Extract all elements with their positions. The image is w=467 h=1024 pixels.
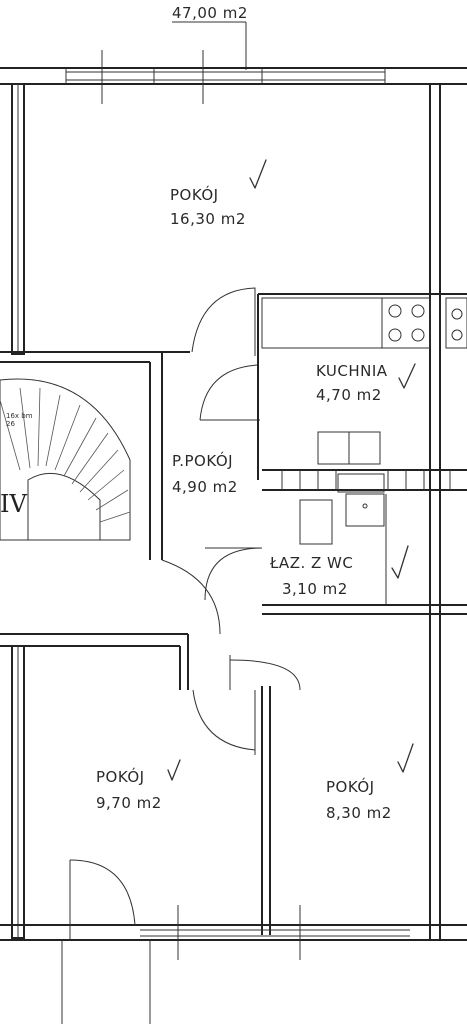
room-label-pokoj-3: POKÓJ 8,30 m2 — [326, 743, 414, 822]
room-label-przedpokoj: P.POKÓJ 4,90 m2 — [172, 451, 238, 496]
top-wall — [0, 50, 467, 104]
room-label-pokoj-2: POKÓJ 9,70 m2 — [96, 759, 181, 812]
room-area: 16,30 m2 — [170, 210, 246, 228]
watermark: otodom — [12, 1001, 62, 1018]
bathroom — [204, 493, 467, 615]
room-name: P.POKÓJ — [172, 451, 233, 470]
room-area: 3,10 m2 — [282, 580, 348, 598]
check-mark-icon — [167, 759, 181, 781]
room-name: POKÓJ — [326, 777, 375, 796]
stair-number: IV — [0, 490, 27, 518]
left-wall-upper — [11, 83, 25, 355]
wall-room1-bottom — [0, 351, 190, 560]
room-name: POKÓJ — [170, 185, 219, 204]
room-name: POKÓJ — [96, 767, 145, 786]
room-area: 4,70 m2 — [316, 386, 382, 404]
wall-room2-room3 — [261, 686, 271, 935]
check-mark-icon — [391, 545, 409, 579]
hall-door-lower — [192, 655, 301, 755]
room-area: 4,90 m2 — [172, 478, 238, 496]
top-area-label: 47,00 m2 — [172, 4, 248, 22]
room-label-lazienka: ŁAZ. Z WC 3,10 m2 — [269, 545, 409, 598]
check-mark-icon — [397, 743, 414, 773]
wall-lower-rooms-top — [0, 559, 221, 690]
room-area: 9,70 m2 — [96, 794, 162, 812]
room-area: 8,30 m2 — [326, 804, 392, 822]
left-wall-lower — [11, 645, 25, 939]
room-name: KUCHNIA — [316, 362, 388, 380]
room-label-pokoj-1: POKÓJ 16,30 m2 — [170, 159, 267, 228]
bottom-wall — [0, 859, 467, 1024]
room-name: ŁAZ. Z WC — [269, 554, 353, 572]
kitchen — [257, 293, 467, 493]
right-column — [429, 83, 441, 941]
check-mark-icon — [398, 363, 416, 389]
check-mark-icon — [249, 159, 267, 189]
hall-door-upper — [191, 287, 260, 421]
room-label-kuchnia: KUCHNIA 4,70 m2 — [316, 362, 416, 404]
